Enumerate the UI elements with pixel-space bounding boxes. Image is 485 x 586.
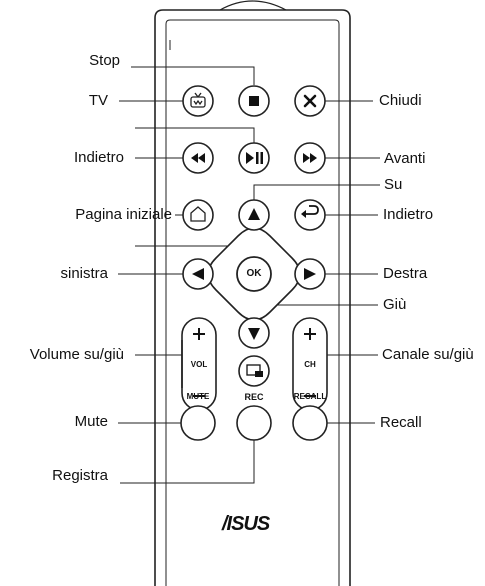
fast-forward-icon	[303, 153, 317, 163]
home-icon	[190, 206, 206, 222]
label-indietro-rw: Indietro	[73, 149, 124, 166]
down-arrow-icon	[248, 328, 260, 340]
label-chiudi: Chiudi	[379, 92, 422, 109]
label-stop: Stop	[89, 52, 120, 69]
rec-label: REC	[244, 392, 264, 402]
left-arrow-icon	[192, 268, 204, 280]
mute-button	[180, 405, 216, 441]
home-button	[182, 199, 214, 231]
label-recall: Recall	[380, 414, 422, 431]
brand-logo: /ISUS	[222, 513, 270, 535]
remote-body	[154, 9, 351, 586]
leader-registra	[120, 440, 255, 484]
ch-label: CH	[304, 360, 316, 369]
close-icon	[303, 94, 317, 108]
leader-su	[253, 184, 380, 200]
label-destra: Destra	[383, 265, 428, 282]
up-arrow-icon	[248, 208, 260, 220]
label-giu: Giù	[383, 296, 407, 313]
label-su: Su	[384, 176, 403, 193]
remote-body-inner	[165, 19, 340, 586]
mute-label: MUTE	[186, 392, 210, 401]
label-mute: Mute	[74, 413, 108, 430]
label-canale: Canale su/giù	[382, 346, 474, 363]
label-indietro-back: Indietro	[383, 206, 434, 223]
tv-icon	[190, 92, 206, 108]
ch-plus-icon	[304, 328, 316, 340]
recall-button	[292, 405, 328, 441]
leader-stop	[131, 66, 255, 85]
pip-icon	[246, 364, 263, 377]
recall-label: RECALL	[293, 392, 327, 401]
stop-icon	[249, 96, 259, 106]
play-pause-icon	[246, 152, 263, 164]
label-avanti: Avanti	[384, 150, 426, 167]
ok-button	[236, 256, 272, 292]
back-icon	[301, 205, 319, 218]
label-registra: Registra	[52, 467, 108, 484]
label-volume: Volume su/giù	[29, 346, 124, 363]
back-button	[294, 199, 326, 231]
vol-label: VOL	[190, 360, 208, 369]
label-tv: TV	[88, 92, 108, 109]
label-sinistra: sinistra	[60, 265, 108, 282]
pip-button	[238, 355, 270, 387]
ok-label[interactable]: OK	[246, 268, 262, 279]
ir-window	[219, 0, 287, 11]
right-arrow-icon	[304, 268, 316, 280]
rec-button	[236, 405, 272, 441]
label-pagina-iniziale: Pagina iniziale	[75, 206, 172, 223]
rewind-icon	[191, 153, 205, 163]
leader-play	[135, 127, 255, 145]
plus-icon	[193, 328, 205, 340]
